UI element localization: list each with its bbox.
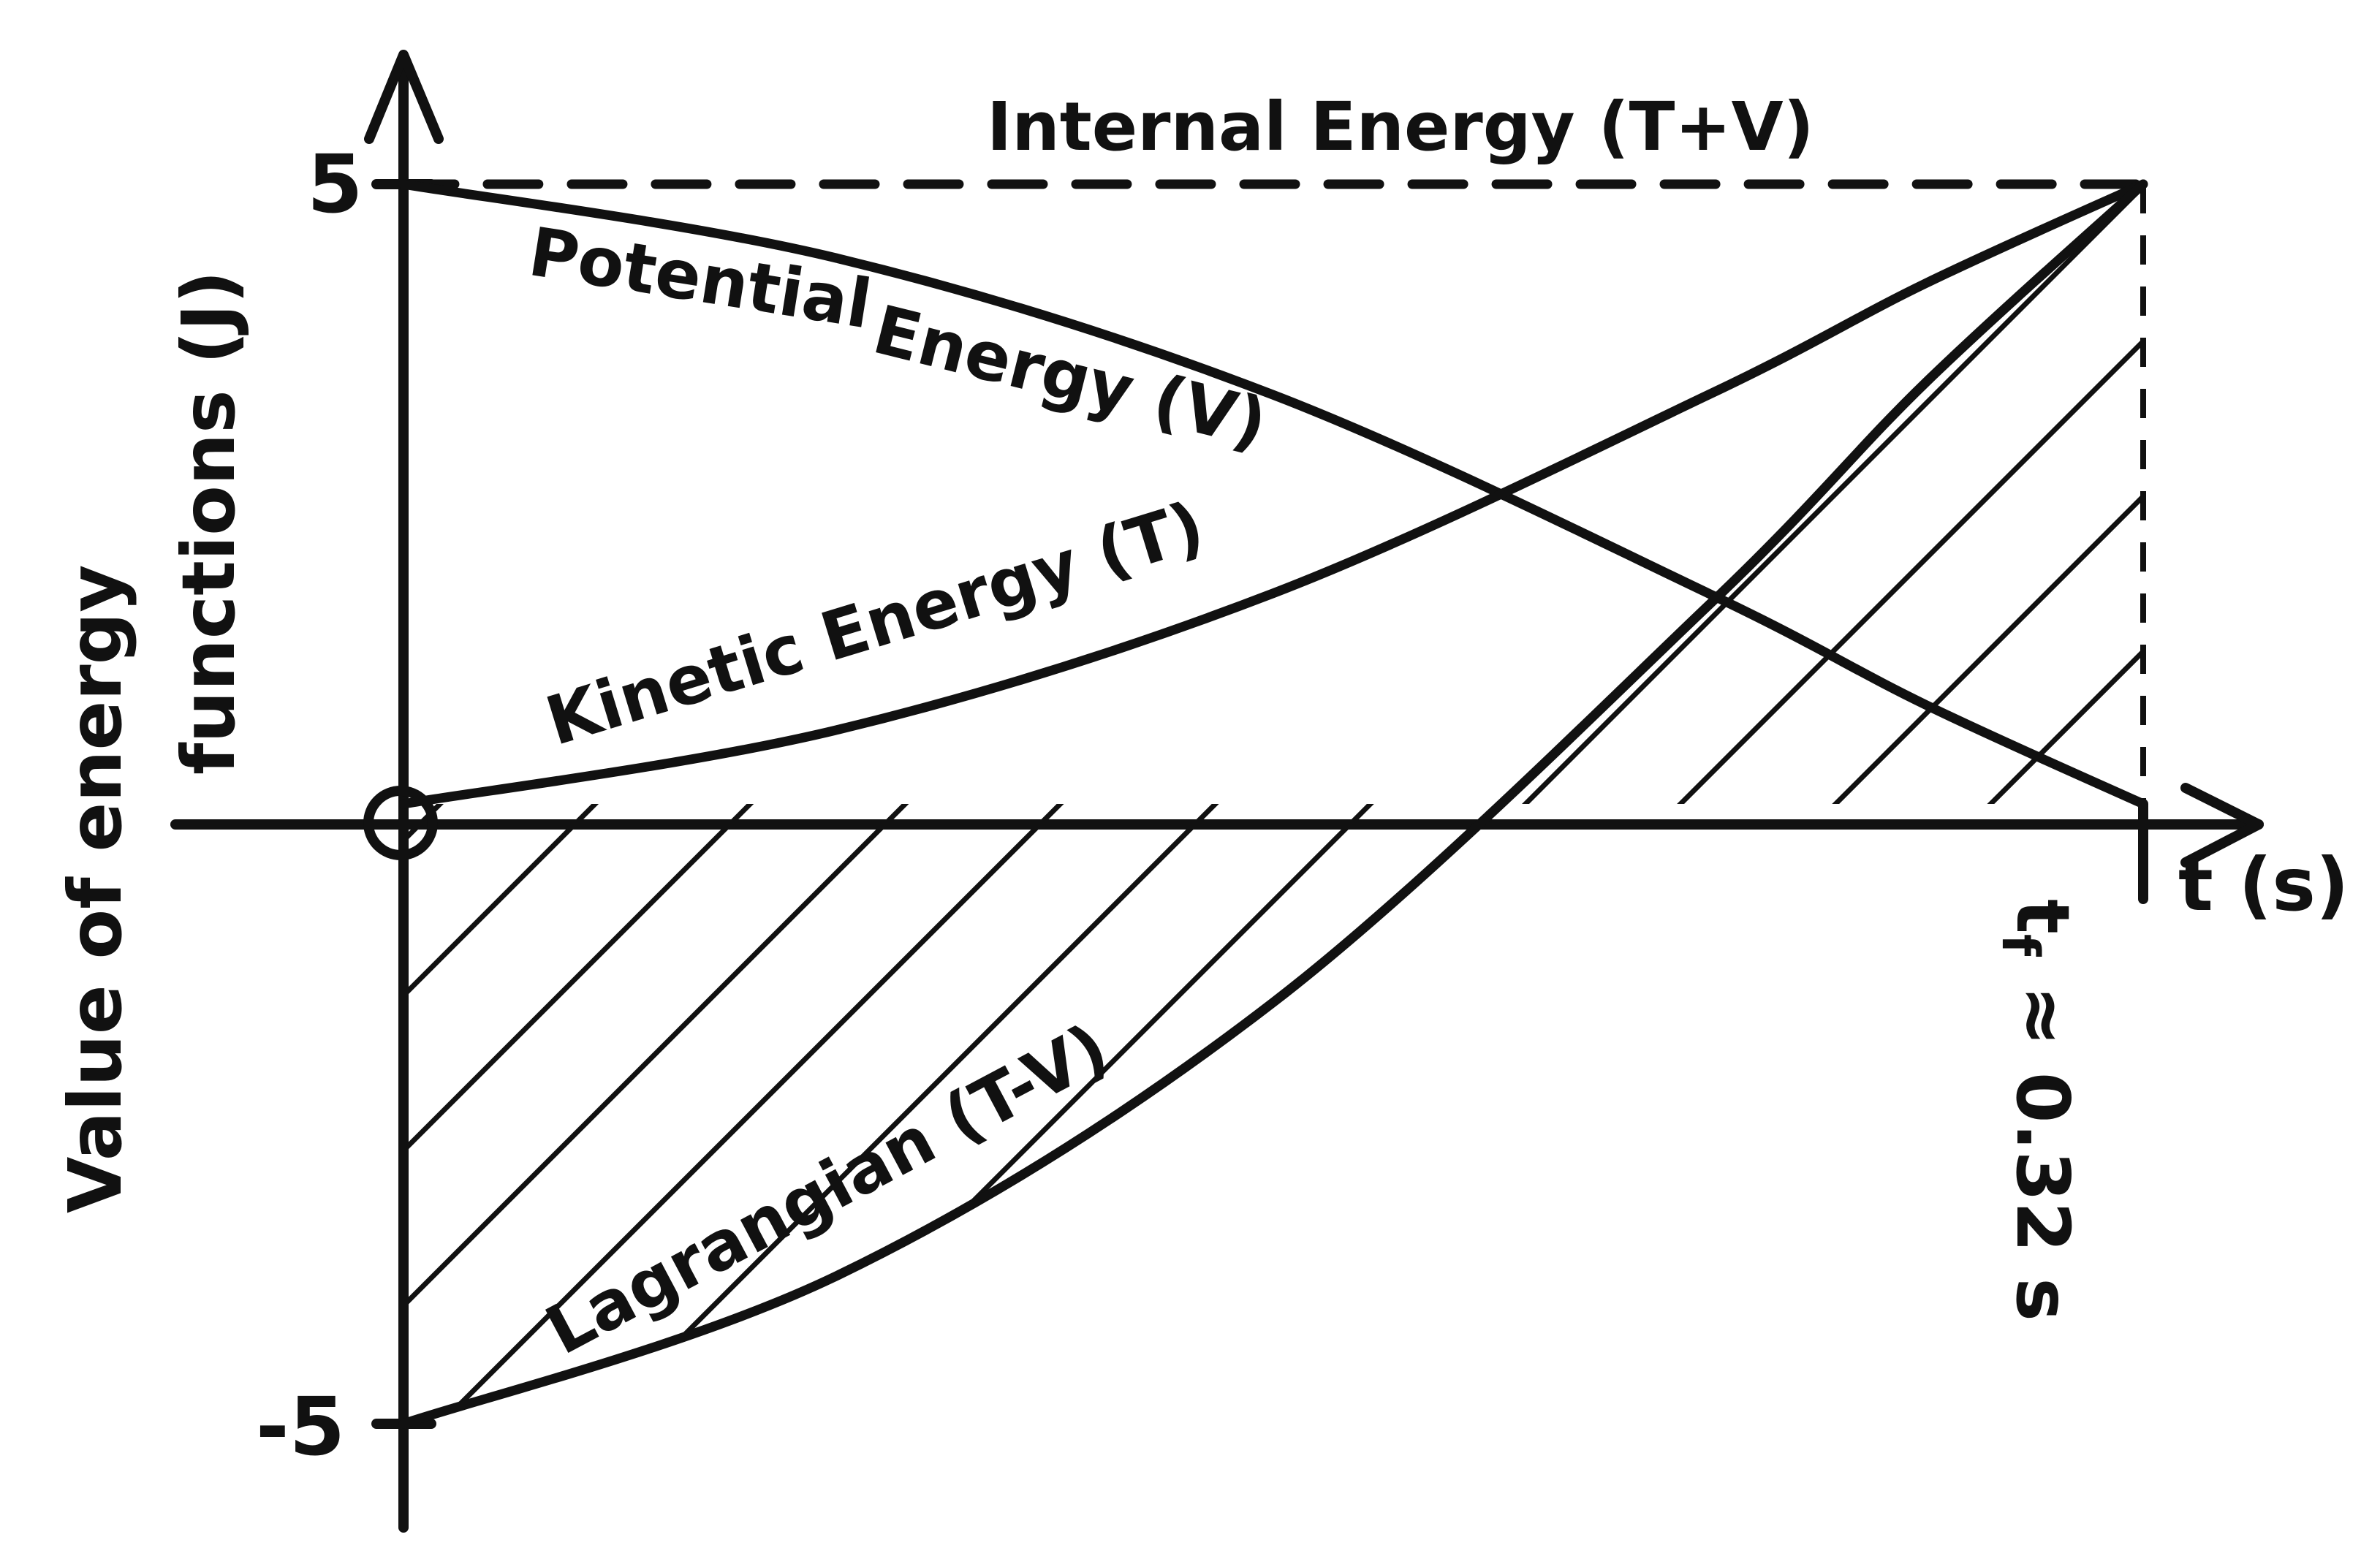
series-layer [398,179,2148,1429]
y-tick-label-5: 5 [307,137,363,231]
series-kinetic-energy [398,179,2148,809]
svg-text:tf≈ 0.32 s: tf ≈ 0.32 s [1990,899,2085,1321]
x-axis-label: t (s) [2178,842,2349,927]
origin-circle [363,786,438,860]
series-potential-energy [398,179,2148,809]
series-lagrangian [398,179,2148,1429]
label-internal-energy: Internal Energy (T+V) [987,88,1814,166]
t-final-subscript: f [1990,934,2050,957]
y-tick-label-neg5: -5 [256,1380,345,1473]
y-axis-label-line2: functions (J) [166,270,251,775]
axes [170,50,2264,1533]
hatched-area-negative [403,804,1491,1424]
label-potential-energy-line2: Energy (V) [866,291,1275,464]
x-axis-arrow [2180,783,2264,868]
y-axis-arrow [364,50,444,144]
t-final-value: ≈ 0.32 s [2000,985,2085,1321]
y-axis-label-line1: Value of energy [53,565,138,1213]
t-final-annotation: tf ≈ 0.32 s [1990,899,2085,1321]
t-final-symbol: t [2000,899,2085,934]
